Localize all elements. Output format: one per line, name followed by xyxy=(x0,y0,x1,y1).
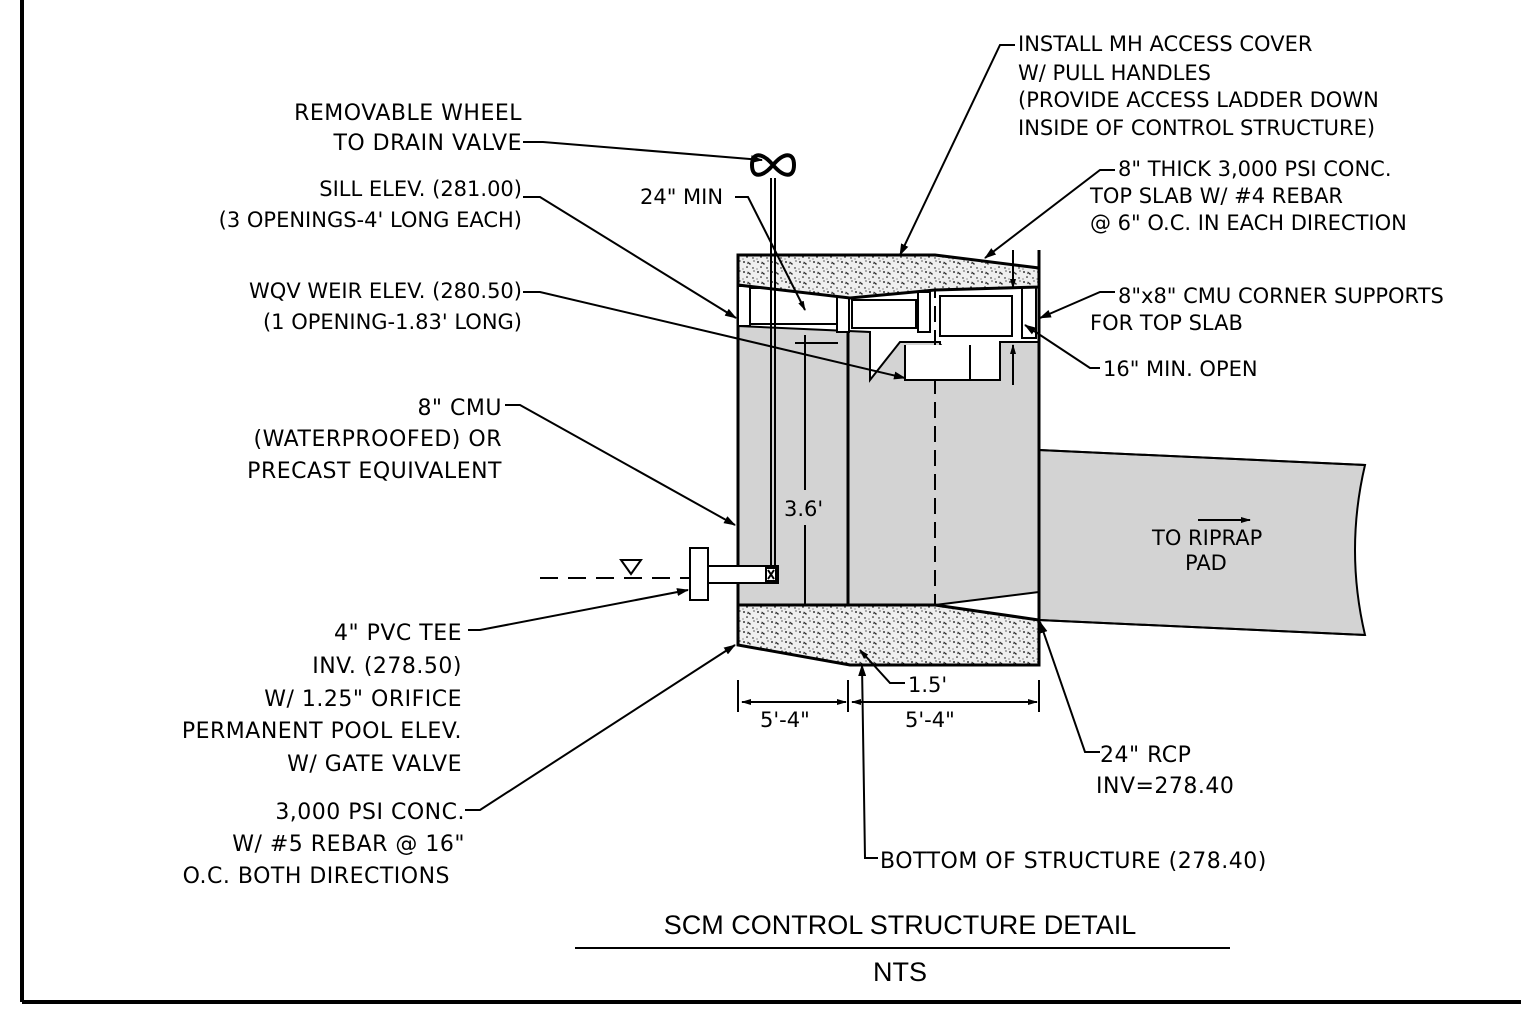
pvc-label-line3: W/ 1.25" ORIFICE xyxy=(264,687,462,712)
top-slab xyxy=(736,253,1041,300)
cmu-label-line3: PRECAST EQUIVALENT xyxy=(247,459,502,484)
base-label-line2: W/ #5 REBAR @ 16" xyxy=(232,832,465,857)
detail-scale: NTS xyxy=(873,957,927,987)
mh-label-line4: INSIDE OF CONTROL STRUCTURE) xyxy=(1018,116,1375,140)
wheel-label-line1: REMOVABLE WHEEL xyxy=(294,101,522,126)
bottom-dimensions xyxy=(737,649,1040,712)
pvc-label-line5: W/ GATE VALVE xyxy=(287,752,462,777)
water-level-triangle-icon xyxy=(619,559,643,576)
wheel-label-line2: TO DRAIN VALVE xyxy=(332,131,522,156)
sill-label-line1: SILL ELEV. (281.00) xyxy=(319,177,522,201)
mh-label-line1: INSTALL MH ACCESS COVER xyxy=(1018,32,1312,56)
corner-label-line2: FOR TOP SLAB xyxy=(1090,311,1243,335)
mh-label-line3: (PROVIDE ACCESS LADDER DOWN xyxy=(1018,88,1379,112)
bottom-slab xyxy=(736,603,1041,667)
width15-dimension: 1.5' xyxy=(908,673,947,697)
cmu-label-line1: 8" CMU xyxy=(417,396,502,421)
base-label-line1: 3,000 PSI CONC. xyxy=(275,800,465,825)
height-dimension: 3.6' xyxy=(784,497,823,521)
open-label: 16" MIN. OPEN xyxy=(1103,357,1258,381)
sheet-border xyxy=(20,0,1521,1004)
left-width-dimension: 5'-4" xyxy=(760,708,810,732)
leader-lines xyxy=(465,44,1251,859)
base-label-line3: O.C. BOTH DIRECTIONS xyxy=(183,864,450,889)
right-width-dimension: 5'-4" xyxy=(905,708,955,732)
pvc-label-line4: PERMANENT POOL ELEV. xyxy=(182,719,462,744)
slab-label-line1: 8" THICK 3,000 PSI CONC. xyxy=(1118,157,1392,181)
sill-label-line2: (3 OPENINGS-4' LONG EACH) xyxy=(219,208,522,232)
pvc-label-line2: INV. (278.50) xyxy=(312,654,462,679)
structure-body xyxy=(736,250,1041,665)
pvc-tee xyxy=(689,547,779,601)
wqv-label-line2: (1 OPENING-1.83' LONG) xyxy=(263,310,522,334)
infinity-wheel-icon xyxy=(749,153,797,177)
cmu-label-line2: (WATERPROOFED) OR xyxy=(254,427,502,452)
rcp-label-line2: INV=278.40 xyxy=(1096,774,1234,799)
slab-label-line2: TOP SLAB W/ #4 REBAR xyxy=(1089,184,1343,208)
riprap-label-line1: TO RIPRAP xyxy=(1151,526,1262,550)
wqv-label-line1: WQV WEIR ELEV. (280.50) xyxy=(249,279,522,303)
corner-label-line1: 8"x8" CMU CORNER SUPPORTS xyxy=(1118,284,1444,308)
riprap-label-line2: PAD xyxy=(1185,551,1227,575)
slab-label-line3: @ 6" O.C. IN EACH DIRECTION xyxy=(1090,211,1407,235)
bottom-label: BOTTOM OF STRUCTURE (278.40) xyxy=(880,849,1267,874)
rcp-label-line1: 24" RCP xyxy=(1100,743,1191,768)
pvc-label-line1: 4" PVC TEE xyxy=(334,621,462,646)
detail-title: SCM CONTROL STRUCTURE DETAIL xyxy=(664,910,1137,940)
min24-dimension: 24" MIN xyxy=(640,185,723,209)
outlet-pipe xyxy=(1038,448,1367,637)
mh-label-line2: W/ PULL HANDLES xyxy=(1018,61,1211,85)
